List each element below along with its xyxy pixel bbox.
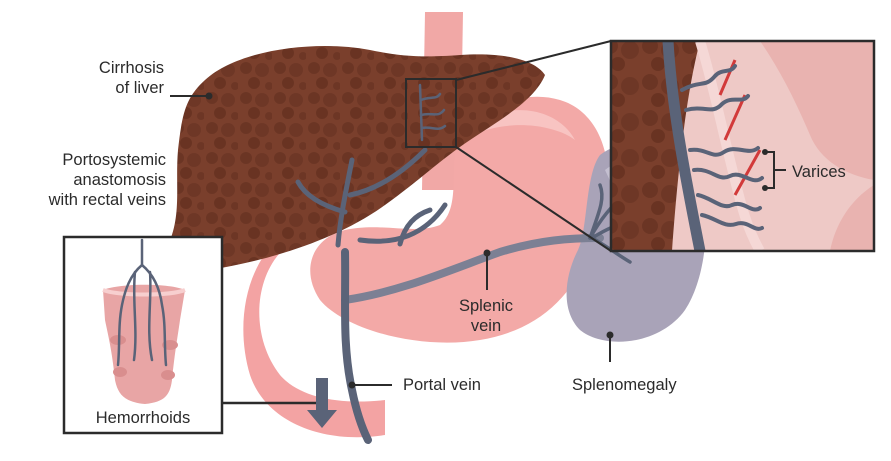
esophagus-detail-box (405, 78, 457, 148)
liver-shape (164, 45, 545, 273)
down-arrow-icon (307, 378, 337, 428)
cirrhosis-label: Cirrhosis of liver (60, 58, 164, 98)
varices-inset (611, 41, 874, 251)
hemorrhoids-label: Hemorrhoids (95, 409, 191, 427)
zoom-line-top (455, 40, 612, 81)
rectal-veins (116, 238, 168, 367)
zoom-line-bottom (455, 146, 612, 252)
hepatic-vein-branches (295, 147, 448, 248)
leader-dots (205, 92, 768, 389)
splenic-vein-label-line2: vein (470, 317, 502, 335)
cirrhosis-label-line1: Cirrhosis (98, 59, 164, 77)
splenic-vein-label: Splenic vein (436, 296, 536, 336)
cirrhosis-label-line2: of liver (115, 79, 164, 97)
portosystemic-label: Portosystemic anastomosis with rectal ve… (6, 150, 166, 210)
esophageal-veins (418, 83, 447, 142)
portosystemic-label-line1: Portosystemic (62, 151, 166, 169)
inset-frame (609, 39, 876, 253)
varices-label: Varices (792, 163, 846, 181)
splenomegaly-label: Splenomegaly (572, 376, 677, 394)
duodenum (243, 220, 385, 438)
portosystemic-label-line2: anastomosis (73, 171, 166, 189)
stomach (310, 96, 609, 343)
leader-lines (170, 95, 786, 386)
portal-vein (341, 248, 372, 444)
portal-vein-label: Portal vein (403, 376, 481, 394)
splenic-vein (341, 234, 604, 304)
portosystemic-label-line3: with rectal veins (48, 191, 166, 209)
splenic-vein-label-line1: Splenic (458, 297, 514, 315)
